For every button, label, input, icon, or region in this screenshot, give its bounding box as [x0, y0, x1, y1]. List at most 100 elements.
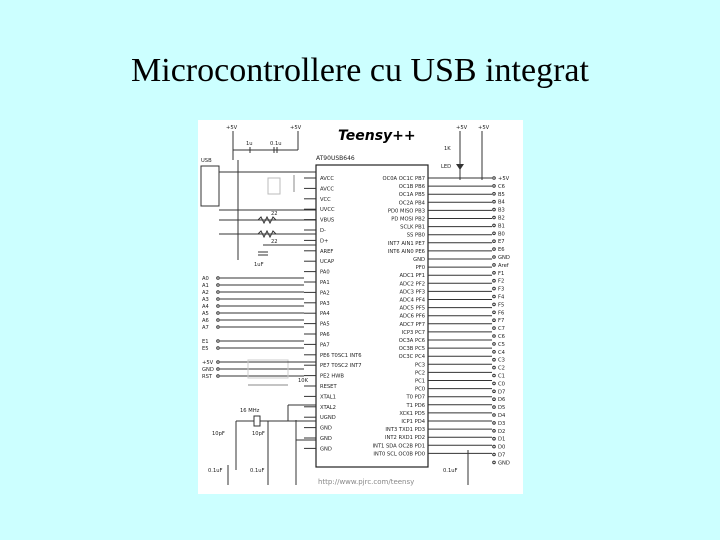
- left-pin-label: PA6: [320, 332, 330, 338]
- left-io-label: A5: [202, 311, 209, 317]
- left-io-label: +5V: [202, 360, 214, 366]
- vcc-label-2: +5V: [290, 125, 302, 131]
- left-io-label: E5: [202, 346, 209, 352]
- right-pin-label: OC1B PB6: [399, 184, 425, 190]
- left-io-terminal: [216, 360, 220, 364]
- r1k-label: 1K: [444, 146, 451, 152]
- output-terminal: [492, 310, 496, 315]
- left-io-terminal: [216, 276, 220, 280]
- output-terminal: [492, 302, 496, 307]
- left-io-label: GND: [202, 367, 214, 373]
- right-pin-label: PC2: [415, 370, 425, 376]
- output-terminal: [492, 436, 496, 441]
- led-label: LED: [441, 164, 451, 170]
- right-pin-label: ADC1 PF1: [399, 273, 425, 279]
- left-pin-label: PA3: [320, 301, 330, 307]
- right-pin-label: INT3 TXD1 PD3: [385, 427, 425, 433]
- left-io-terminal: [216, 283, 220, 287]
- output-terminal: [492, 207, 496, 212]
- output-label: D7: [498, 389, 505, 395]
- right-pin-label: ICP1 PD4: [401, 419, 425, 425]
- left-pin-label: UVCC: [320, 207, 335, 213]
- output-label: B2: [498, 216, 505, 222]
- left-pin-label: PA1: [320, 280, 330, 286]
- right-pin-label: OC0A OC1C PB7: [383, 176, 425, 182]
- output-label: B5: [498, 192, 505, 198]
- right-pin-label: SCLK PB1: [400, 225, 425, 231]
- output-terminal: [492, 389, 496, 394]
- output-terminal: [492, 373, 496, 378]
- left-pin-label: UGND: [320, 415, 336, 421]
- left-io-terminal: [216, 311, 220, 315]
- cap-01u-label: 0.1u: [270, 141, 282, 147]
- left-io-terminal: [216, 374, 220, 378]
- left-pin-label: D-: [320, 228, 326, 234]
- output-terminal: [492, 318, 496, 322]
- output-label: F7: [498, 318, 504, 324]
- left-io-label: A1: [202, 283, 209, 289]
- vcc-label-3: +5V: [456, 125, 468, 131]
- output-label: E7: [498, 239, 505, 245]
- output-label: D4: [498, 413, 506, 419]
- output-label: F3: [498, 287, 504, 293]
- url-label: http://www.pjrc.com/teensy: [318, 478, 414, 486]
- right-pin-label: T0 PD7: [405, 395, 425, 401]
- right-pin-label: PC1: [415, 379, 425, 385]
- r22a-label: 22: [271, 211, 278, 217]
- left-pin-label: GND: [320, 436, 332, 442]
- right-pin-label: INT6 AIN0 PE6: [388, 249, 425, 255]
- left-io-terminal: [216, 318, 220, 322]
- output-label: F2: [498, 279, 504, 285]
- right-pin-label: INT1 SDA OC2B PD1: [372, 443, 425, 449]
- output-label: C5: [498, 342, 505, 348]
- left-pin-label: GND: [320, 446, 332, 452]
- output-terminal: [492, 421, 496, 425]
- output-terminal: [492, 326, 496, 330]
- left-pin-label: PE7 T0SC2 INT7: [320, 363, 362, 369]
- right-pin-label: PD0 MISO PB3: [388, 208, 425, 214]
- output-label: GND: [498, 255, 510, 261]
- output-terminal: [492, 278, 496, 283]
- output-label: +5V: [498, 176, 510, 182]
- left-pin-label: PA7: [320, 342, 330, 348]
- right-pin-label: PC0: [415, 387, 425, 393]
- left-io-label: RST: [202, 374, 213, 380]
- output-terminal: [492, 460, 496, 465]
- right-pin-label: INT0 SCL OC0B PD0: [373, 451, 425, 457]
- right-pin-label: PD MOSI PB2: [391, 217, 425, 223]
- output-label: D2: [498, 429, 505, 435]
- output-label: F1: [498, 271, 504, 277]
- right-pin-label: OC1A PB5: [399, 192, 425, 198]
- output-terminal: [492, 192, 496, 196]
- output-terminal: [492, 334, 496, 338]
- left-pin-labels: AVCCAVCCVCCUVCCVBUSD-D+AREFUCAPPA0PA1PA2…: [304, 176, 362, 452]
- right-pin-label: INT7 AIN1 PE7: [388, 241, 425, 247]
- right-pin-label: INT2 RXD1 PD2: [385, 435, 425, 441]
- output-label: Aref: [498, 263, 509, 269]
- left-io-terminal: [216, 346, 220, 350]
- output-terminal: [492, 405, 496, 409]
- output-labels: +5VC6B5B4B3B2B1B0E7E6GNDArefF1F2F3F4F5F6…: [492, 176, 510, 466]
- output-label: B3: [498, 208, 505, 214]
- output-terminal: [492, 263, 496, 267]
- chip-label: AT90USB646: [316, 155, 355, 162]
- right-pin-label: ICP3 PC7: [402, 330, 425, 336]
- right-pin-label: OC3A PC6: [399, 338, 425, 344]
- right-pin-label: ADC6 PF6: [399, 314, 425, 320]
- right-pin-label: ADC3 PF3: [399, 289, 425, 295]
- vcc-label-4: +5V: [478, 125, 490, 131]
- output-terminal: [492, 429, 496, 433]
- left-io-terminal: [216, 290, 220, 294]
- xtal-label: 16 MHz: [240, 408, 260, 414]
- output-terminal: [492, 350, 496, 354]
- left-io-label: A2: [202, 290, 209, 296]
- usb-connector: [200, 165, 220, 207]
- left-pin-label: D+: [320, 238, 328, 244]
- output-terminal: [492, 231, 496, 236]
- output-label: B1: [498, 223, 505, 229]
- slide-title: Microcontrollere cu USB integrat: [131, 52, 589, 89]
- output-terminal: [492, 294, 496, 299]
- left-io-terminal: [216, 339, 220, 343]
- right-pin-label: ADC7 PF7: [399, 322, 425, 328]
